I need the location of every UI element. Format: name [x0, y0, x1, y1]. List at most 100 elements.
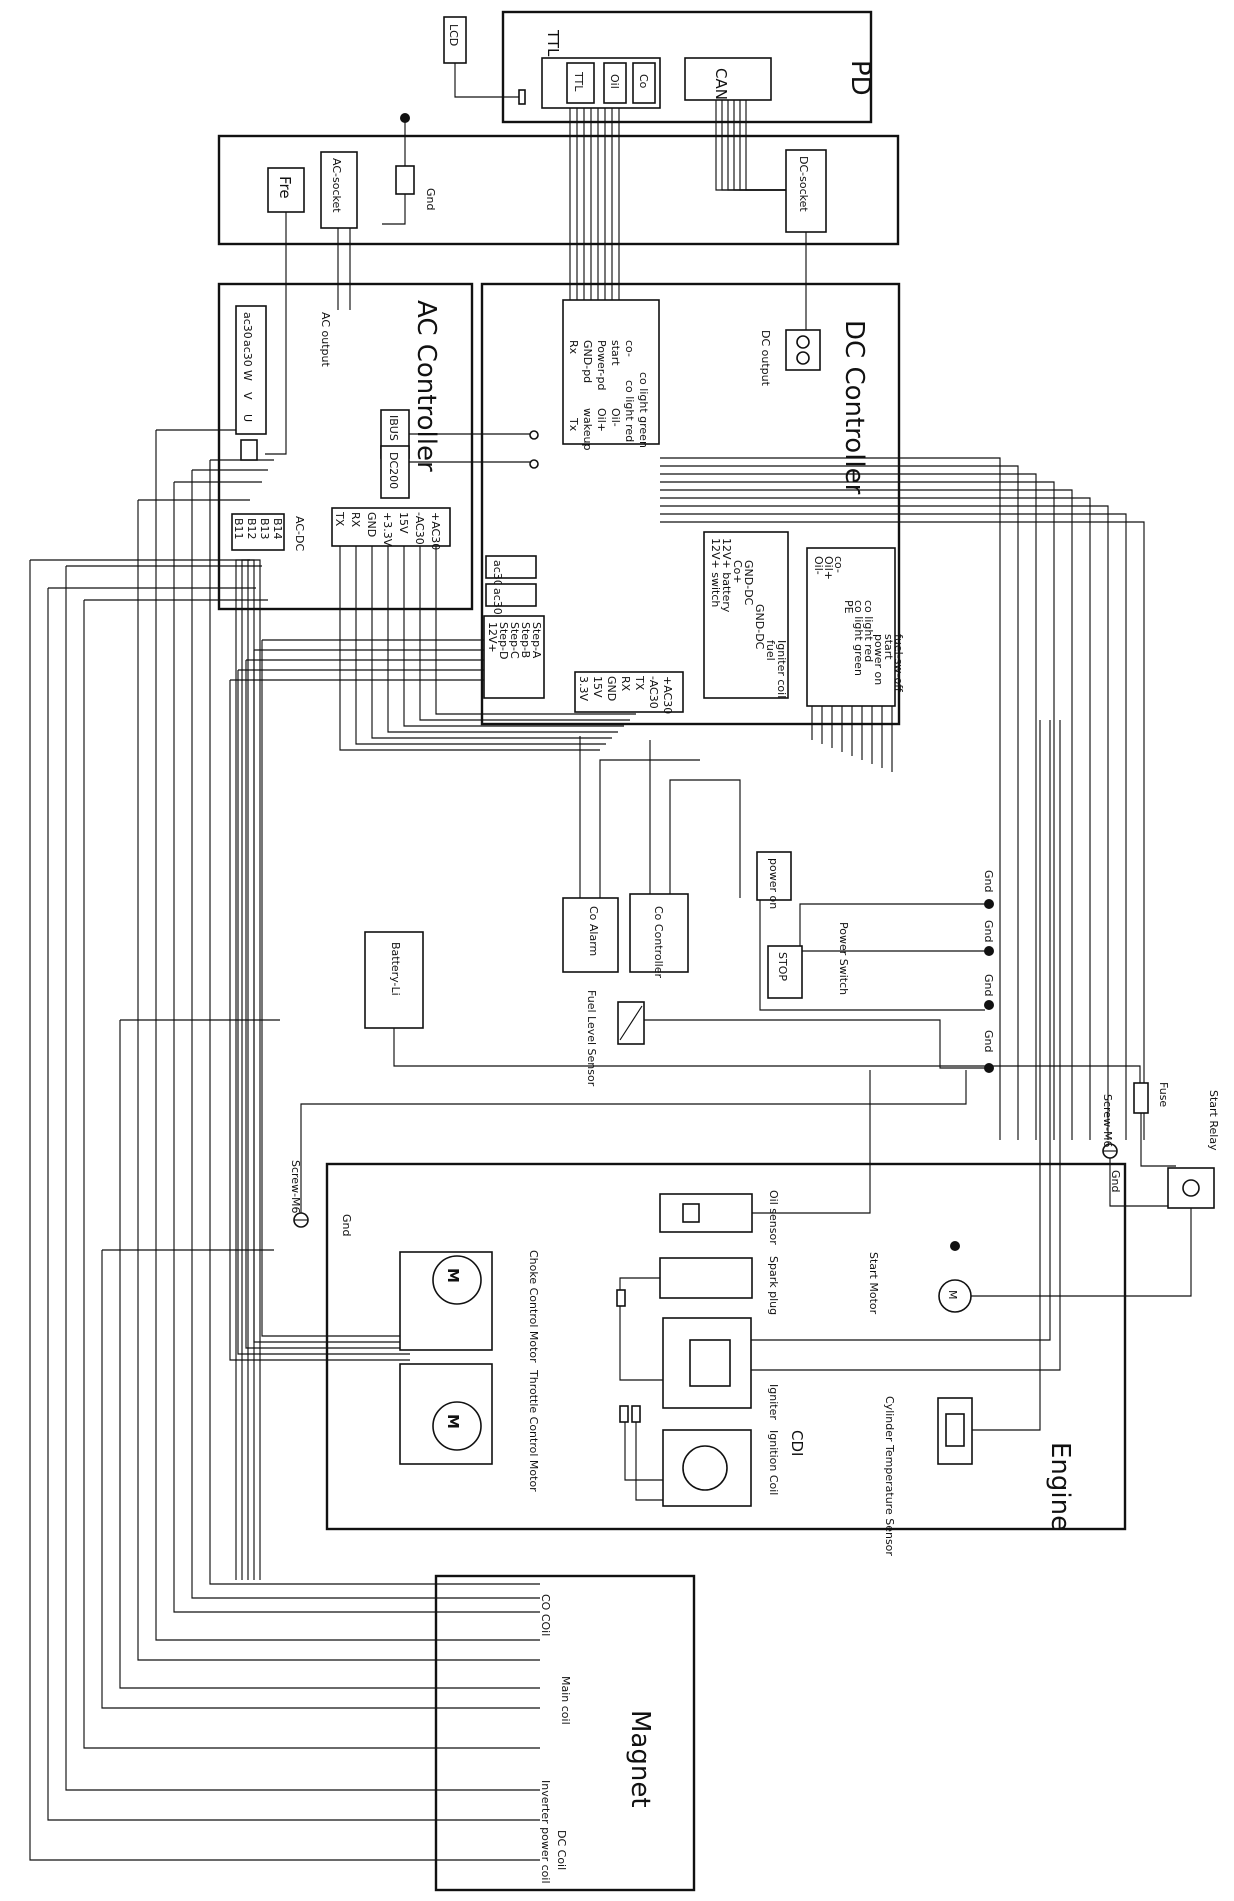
gnd-terminal-2 [984, 946, 994, 956]
battery-li [364, 931, 424, 1029]
svg-text:co-: co- [832, 556, 845, 573]
svg-text:fuel-sw-off: fuel-sw-off [892, 634, 905, 692]
svg-text:Fre: Fre [276, 176, 294, 199]
wire [660, 497, 1091, 1140]
wire [339, 546, 600, 751]
co-controller [629, 893, 689, 973]
svg-text:DC Controller: DC Controller [839, 320, 869, 495]
svg-text:Co Controller: Co Controller [652, 906, 665, 978]
svg-text:LCD: LCD [447, 24, 460, 46]
wire [253, 650, 410, 1343]
svg-text:PD: PD [845, 60, 875, 96]
wire [393, 1028, 1141, 1083]
svg-text:Spark plug: Spark plug [767, 1256, 780, 1315]
svg-text:Oil: Oil [608, 74, 621, 89]
wire [660, 481, 1055, 1140]
svg-text:AC Controller: AC Controller [411, 300, 441, 472]
svg-text:RX: RX [349, 512, 362, 528]
svg-text:start: start [882, 634, 895, 660]
gnd-terminal-3 [984, 1000, 994, 1010]
svg-text:TTL: TTL [544, 29, 562, 57]
pd-block: PD TTL TTL Oil Co CAN LCD [443, 10, 875, 124]
wire [237, 670, 410, 1355]
ttl-pin-box [566, 62, 595, 104]
svg-text:W: W [241, 370, 254, 381]
wire [660, 505, 1109, 1140]
oil-sensor [659, 1193, 753, 1233]
svg-text:Choke Control Motor: Choke Control Motor [527, 1250, 540, 1363]
wire [173, 482, 540, 1613]
ac-controller-block: AC Controller AC output U V W ac30 ac30 … [217, 282, 539, 611]
svg-text:AC-socket: AC-socket [330, 158, 343, 213]
wire [624, 1420, 663, 1481]
wire [137, 500, 540, 1661]
svg-text:ac30: ac30 [241, 312, 254, 339]
wire [739, 100, 786, 191]
svg-text:15V: 15V [591, 676, 604, 698]
stop-switch [767, 945, 803, 999]
wire [759, 900, 985, 1011]
svg-text:M: M [444, 1268, 462, 1283]
svg-text:Gnd: Gnd [982, 974, 995, 996]
dc-socket [785, 149, 827, 233]
svg-text:TX: TX [333, 511, 346, 527]
svg-text:co light red: co light red [862, 600, 875, 662]
wire-harness [29, 100, 1192, 1861]
svg-text:Igniter: Igniter [767, 1384, 780, 1420]
wire [245, 660, 410, 1349]
svg-text:3.3V: 3.3V [577, 676, 590, 701]
svg-text:Tx: Tx [567, 417, 580, 432]
wire [660, 465, 1019, 1140]
wire [250, 559, 261, 1580]
svg-text:Start Relay: Start Relay [1207, 1090, 1220, 1151]
wire [300, 1070, 967, 1213]
svg-text:AC output: AC output [319, 312, 332, 367]
svg-text:Screw-M6: Screw-M6 [1101, 1094, 1114, 1148]
ac-socket [320, 151, 358, 229]
svg-text:co light green: co light green [852, 600, 865, 676]
wire [247, 559, 250, 1580]
svg-text:Step-B: Step-B [519, 622, 532, 658]
svg-text:Oil sensor: Oil sensor [767, 1190, 780, 1245]
svg-text:GND: GND [365, 512, 378, 537]
wire [972, 720, 1041, 1431]
svg-text:Magnet: Magnet [625, 1710, 655, 1808]
svg-text:M: M [444, 1414, 462, 1429]
svg-text:Start Motor: Start Motor [867, 1252, 880, 1315]
svg-text:GND-DC: GND-DC [742, 560, 755, 606]
svg-text:co-: co- [623, 340, 636, 357]
stepper-connector [483, 615, 545, 699]
ac-dc-terminal [231, 513, 285, 551]
spark-plug [659, 1257, 753, 1299]
svg-text:B13: B13 [258, 518, 271, 540]
wire [250, 559, 255, 1580]
wire [751, 720, 1051, 1341]
svg-text:ac30: ac30 [241, 340, 254, 367]
wire [599, 759, 700, 898]
wire [660, 489, 1073, 1140]
wire [669, 779, 741, 898]
ac300-b [485, 583, 537, 607]
wire [745, 100, 786, 191]
svg-text:B11: B11 [232, 518, 245, 540]
svg-text:Co Alarm: Co Alarm [587, 906, 600, 956]
wire [721, 100, 786, 191]
wire [101, 1250, 540, 1709]
svg-text:Igniter coil: Igniter coil [775, 640, 788, 698]
oil-pin-box [603, 62, 627, 104]
svg-text:Main coil: Main coil [559, 1676, 572, 1725]
wire [733, 100, 786, 191]
wire [83, 600, 540, 1749]
pd-connector-pins [562, 299, 660, 445]
dc200-port [380, 445, 410, 499]
svg-text:+AC30: +AC30 [429, 512, 442, 550]
svg-text:Fuel Level Sensor: Fuel Level Sensor [585, 990, 598, 1087]
svg-text:Throttle Control Motor: Throttle Control Motor [527, 1369, 540, 1492]
wire [1109, 1158, 1168, 1207]
wire [715, 100, 786, 191]
wire [1140, 1113, 1176, 1167]
svg-text:Oil+: Oil+ [595, 408, 608, 432]
svg-text:DC output: DC output [759, 330, 772, 387]
start-motor [938, 1279, 972, 1313]
svg-text:Oil-: Oil- [812, 556, 825, 575]
